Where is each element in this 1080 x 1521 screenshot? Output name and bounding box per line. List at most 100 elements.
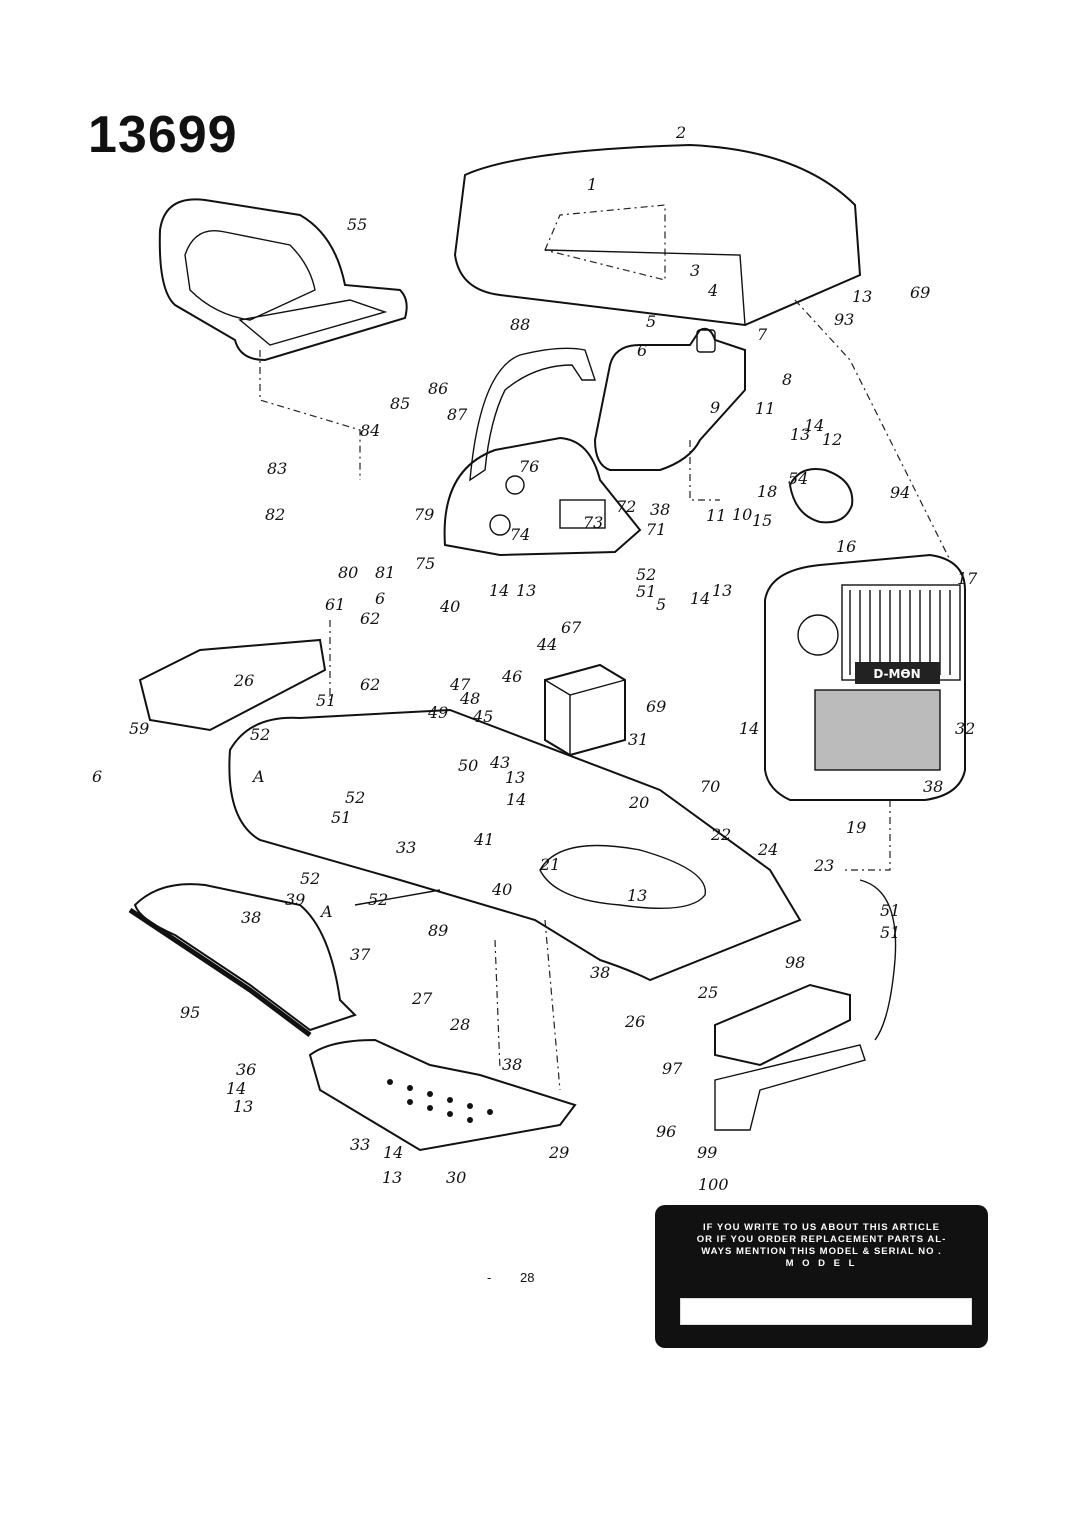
callout-label: 51 — [316, 691, 336, 710]
callout-label: 38 — [590, 963, 610, 982]
footrest-plate — [308, 1038, 577, 1152]
callout-label: 40 — [491, 880, 512, 899]
callout-label: 38 — [502, 1055, 522, 1074]
callout-label: 12 — [822, 430, 842, 449]
callout-label: 43 — [489, 753, 510, 772]
callout-label: 69 — [910, 283, 930, 302]
callout-label: 52 — [250, 725, 270, 744]
callout-label: 52 — [345, 788, 365, 807]
callout-label: 73 — [583, 513, 603, 532]
callout-label: 83 — [267, 459, 287, 478]
callout-label: 76 — [519, 457, 539, 476]
callout-label: 100 — [698, 1175, 729, 1194]
callout-label: 69 — [646, 697, 666, 716]
callout-label: 33 — [396, 838, 416, 857]
callout-label: 2 — [675, 123, 686, 142]
callout-label: 13 — [382, 1168, 402, 1187]
callout-label: 38 — [650, 500, 670, 519]
callout-label: 11 — [755, 399, 775, 418]
callout-label: 62 — [360, 675, 380, 694]
callout-label: 48 — [459, 689, 480, 708]
callout-label: 54 — [788, 469, 808, 488]
callout-label: 70 — [700, 777, 720, 796]
model-number-title: 13699 — [88, 106, 238, 164]
callout-label: 51 — [880, 901, 900, 920]
callout-label: 36 — [236, 1060, 256, 1079]
callout-label: 13 — [505, 768, 525, 787]
callout-label: 14 — [804, 416, 824, 435]
callout-label: 9 — [710, 398, 720, 417]
frame-body — [228, 708, 802, 982]
page-number: 28 — [520, 1270, 535, 1285]
callout-label: 5 — [646, 312, 656, 331]
callout-label: 11 — [706, 506, 726, 525]
callout-label: A — [251, 767, 265, 786]
callout-label: 21 — [539, 855, 560, 874]
callout-label: 31 — [628, 730, 648, 749]
callout-label: 81 — [375, 563, 395, 582]
callout-label: 79 — [414, 505, 434, 524]
callout-label: 80 — [338, 563, 358, 582]
callout-label: 17 — [957, 569, 978, 588]
callout-label: 38 — [241, 908, 261, 927]
callout-label: 98 — [785, 953, 805, 972]
callout-label: 28 — [449, 1015, 470, 1034]
callout-label: 74 — [510, 525, 530, 544]
callout-label: A — [319, 902, 333, 921]
callout-label: 55 — [347, 215, 367, 234]
callout-label: 71 — [646, 520, 666, 539]
callout-label: 22 — [710, 825, 731, 844]
front-weight — [714, 983, 866, 1131]
callout-label: 62 — [360, 609, 380, 628]
callout-label: 14 — [739, 719, 759, 738]
callout-label: 25 — [697, 983, 718, 1002]
callout-label: 33 — [350, 1135, 370, 1154]
notice-line-1: IF YOU WRITE TO US ABOUT THIS ARTICLE — [702, 1222, 941, 1233]
callout-label: 84 — [360, 421, 380, 440]
fender — [128, 883, 357, 1037]
headlight — [788, 468, 854, 524]
callout-label: 75 — [415, 554, 435, 573]
callout-label: 50 — [458, 756, 478, 775]
callout-label: 67 — [561, 618, 582, 637]
callout-label: 16 — [836, 537, 856, 556]
callout-label: 14 — [506, 790, 526, 809]
callout-label: 1 — [587, 175, 597, 194]
callout-label: 86 — [428, 379, 448, 398]
callout-label: 13 — [852, 287, 872, 306]
callout-label: 13 — [233, 1097, 253, 1116]
callout-label: 15 — [752, 511, 772, 530]
callout-label: 23 — [813, 856, 834, 875]
callout-label: 29 — [548, 1143, 569, 1162]
dashboard-panel — [443, 436, 642, 557]
callout-label: 72 — [616, 497, 636, 516]
callout-label: 27 — [411, 989, 433, 1008]
callout-label: 26 — [624, 1012, 645, 1031]
callout-label: 13 — [627, 886, 647, 905]
grille-badge: D-MӨN — [873, 667, 920, 681]
callout-label: 39 — [285, 890, 305, 909]
serial-number-box — [680, 1298, 972, 1325]
callout-label: 19 — [846, 818, 866, 837]
callout-label: 30 — [446, 1168, 466, 1187]
callout-label: 5 — [656, 595, 666, 614]
callout-label: 52 — [300, 869, 320, 888]
steering-column-bracket — [469, 347, 596, 482]
callout-label: 7 — [757, 325, 768, 344]
callout-label: 4 — [707, 281, 718, 300]
hood — [453, 143, 862, 327]
callout-label: 99 — [697, 1143, 717, 1162]
callout-label: 87 — [447, 405, 468, 424]
callout-label: 37 — [350, 945, 371, 964]
page-dash: - — [487, 1270, 492, 1285]
model-label: M O D E L — [785, 1258, 858, 1269]
callout-label: 10 — [732, 505, 752, 524]
callout-label: 49 — [427, 703, 448, 722]
callout-label: 40 — [439, 597, 460, 616]
callout-label: 95 — [180, 1003, 200, 1022]
callout-label: 14 — [383, 1143, 403, 1162]
callout-label: 97 — [662, 1059, 683, 1078]
callout-label: 44 — [536, 635, 557, 654]
